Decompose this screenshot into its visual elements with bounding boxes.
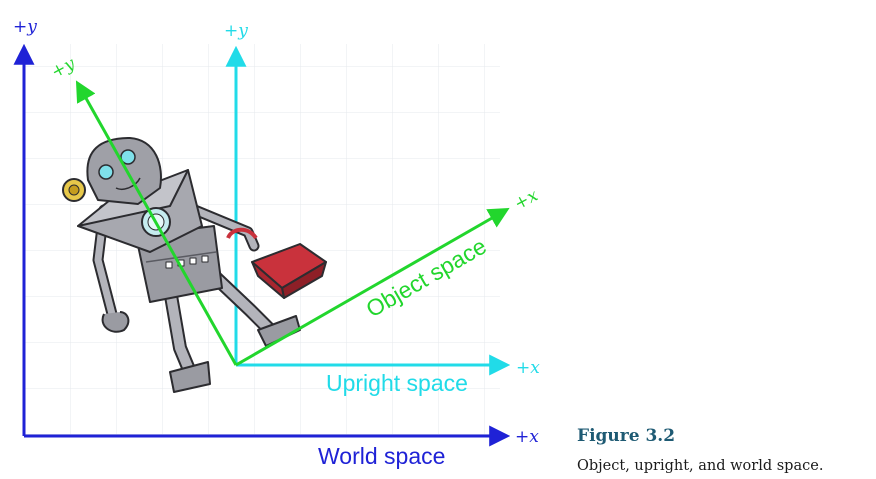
upright-y-label: +y — [224, 21, 248, 41]
figure-caption-text: Object, upright, and world space. — [577, 458, 824, 474]
world-x-label: +x — [515, 427, 539, 447]
object-x-axis — [235, 207, 510, 367]
figure-number: Figure 3.2 — [577, 426, 676, 446]
figure-caption: Figure 3.2 Object, upright, and world sp… — [577, 424, 867, 478]
world-space-axes: +y +x World space — [13, 17, 539, 469]
world-y-label: +y — [13, 17, 37, 37]
object-x-label: +x — [511, 185, 542, 214]
world-space-label: World space — [318, 443, 445, 469]
object-y-axis — [75, 80, 238, 366]
robot-illustration — [62, 137, 327, 393]
upright-space-axes: +y +x Upright space — [224, 21, 540, 396]
upright-x-label: +x — [516, 358, 540, 378]
upright-space-label: Upright space — [326, 370, 468, 396]
